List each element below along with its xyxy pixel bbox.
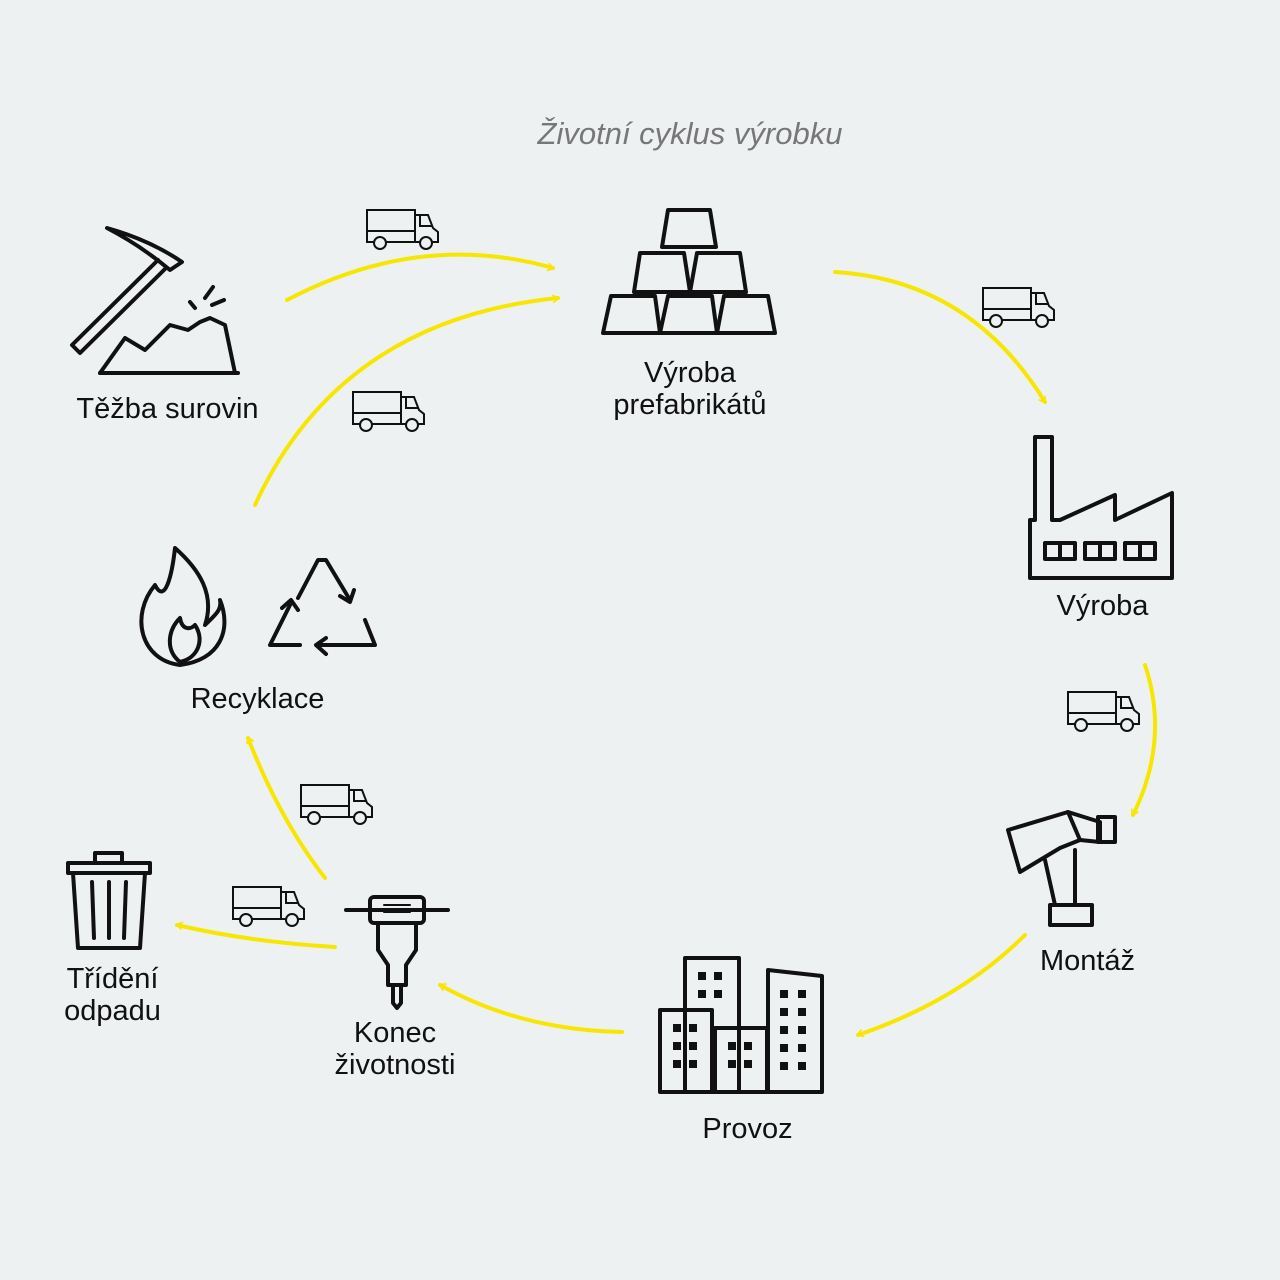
arrow-extraction-to-prefab [285,252,555,302]
buildings-icon [658,956,824,1094]
arrow-recycling-to-prefab [253,294,560,507]
label-production: Výroba [1056,590,1149,622]
arrow-end-of-life-to-waste [175,921,337,949]
truck-icon [352,391,425,432]
label-prefab: Výroba prefabrikátů [613,357,767,421]
truck-icon [366,209,439,250]
pickaxe-icon [70,226,240,375]
label-operation: Provoz [702,1113,793,1145]
flame-icon [139,546,227,667]
label-recycling: Recyklace [190,683,325,715]
arrow-end-of-life-to-recycling [246,736,327,880]
factory-icon [1028,435,1174,580]
truck-icon [300,784,373,825]
truck-icon [232,886,305,927]
arrow-assembly-to-operation [856,933,1027,1038]
arrow-production-to-assembly [1130,663,1158,817]
prefab-bars-icon [601,208,777,335]
drill-icon [1006,810,1117,927]
arrow-prefab-to-production [833,270,1047,404]
truck-icon [1067,691,1140,732]
recycle-icon [268,558,377,656]
label-waste-sorting: Třídění odpadu [64,963,161,1027]
label-assembly: Montáž [1039,945,1136,977]
trash-bin-icon [66,851,152,950]
label-extraction: Těžba surovin [76,393,259,425]
diagram-title: Životní cyklus výrobku [537,116,843,151]
jackhammer-icon [344,895,450,1010]
label-end-of-life: Konec životnosti [334,1017,456,1081]
arrow-operation-to-end-of-life [438,983,624,1034]
truck-icon [982,287,1055,328]
